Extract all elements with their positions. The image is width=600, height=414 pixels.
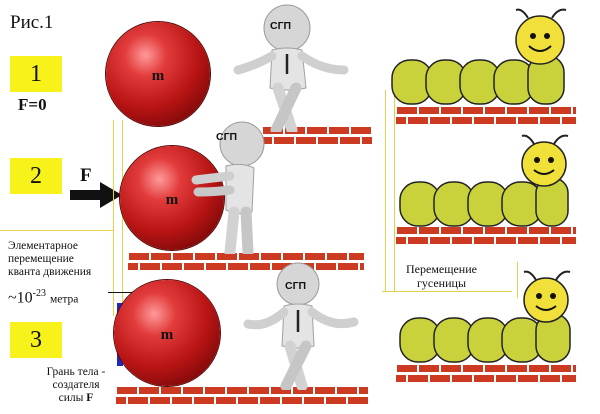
displacement-caption-line-1: Элементарное: [8, 240, 78, 252]
displacement-marker: [108, 292, 132, 293]
mannequin-figure-2: [190, 120, 270, 254]
vertical-guide-line-right: [122, 120, 123, 316]
displacement-value: ~10-23 метра: [8, 288, 78, 307]
face-caption-force: F: [86, 392, 94, 404]
brick-wall-icon: [262, 126, 372, 146]
displacement-exponent: -23: [32, 288, 46, 299]
mannequin-figure-icon: [243, 262, 359, 390]
face-caption-line-2: создателя: [52, 379, 100, 391]
caterpillar-guide-end: [517, 262, 518, 298]
face-caption-line-3-text: силы: [58, 392, 87, 404]
caterpillar-caption: Перемещение гусеницы: [406, 262, 477, 290]
sgp-label-1: СГП: [270, 20, 292, 32]
step-2-force-label: F: [80, 165, 92, 186]
figure-title: Рис.1: [10, 12, 54, 33]
brick-wall-icon: [128, 252, 364, 272]
displacement-caption-line-3: кванта движения: [8, 266, 92, 278]
caterpillar-icon: [399, 134, 569, 227]
mass-ball-2: m: [120, 146, 224, 250]
face-caption: Грань тела - создателя силы F: [36, 366, 116, 405]
step-1-box: 1: [10, 56, 62, 92]
mass-ball-1: m: [106, 22, 210, 126]
mannequin-figure-icon: [233, 4, 349, 132]
face-caption-line-3: силы F: [36, 392, 116, 405]
caterpillar-guide-vertical-left: [385, 90, 386, 292]
mannequin-figure-1: [232, 4, 352, 132]
mass-label: m: [151, 67, 165, 84]
mass-ball-3: m: [114, 280, 220, 386]
displacement-caption-line-2: перемещение: [8, 253, 74, 265]
displacement-unit: метра: [50, 293, 79, 306]
face-caption-line-1: Грань тела -: [46, 366, 106, 378]
caterpillar-caption-line-1: Перемещение: [406, 262, 477, 276]
brick-wall-icon: [116, 386, 368, 406]
sgp-label-3: СГП: [285, 280, 307, 292]
displacement-caption: Элементарное перемещение кванта движения: [8, 240, 128, 279]
mannequin-figure-icon: [191, 121, 265, 254]
mannequin-figure-3: [240, 262, 360, 390]
step-2-box: 2: [10, 158, 62, 194]
force-arrow-icon: [70, 182, 122, 208]
caterpillar-2: [399, 134, 569, 227]
brick-wall-icon: [396, 106, 576, 126]
caterpillar-1: [391, 8, 567, 105]
displacement-value-prefix: ~10: [8, 289, 33, 307]
brick-wall-icon: [396, 226, 576, 246]
step-3-box: 3: [10, 322, 62, 358]
caterpillar-guide-vertical-right: [394, 90, 395, 292]
caterpillar-icon: [399, 270, 571, 363]
brick-wall-icon: [396, 364, 576, 384]
vertical-guide-line-left: [113, 120, 114, 316]
step-1-force-label: F=0: [18, 95, 47, 114]
caterpillar-3: [399, 270, 571, 363]
mass-label: m: [160, 326, 174, 343]
mass-label: m: [165, 191, 179, 208]
horizontal-guide-line: [0, 230, 114, 231]
sgp-label-2: СГП: [216, 131, 238, 143]
caterpillar-guide-horizontal: [382, 291, 512, 292]
caterpillar-caption-line-2: гусеницы: [416, 276, 467, 290]
caterpillar-icon: [391, 8, 567, 105]
